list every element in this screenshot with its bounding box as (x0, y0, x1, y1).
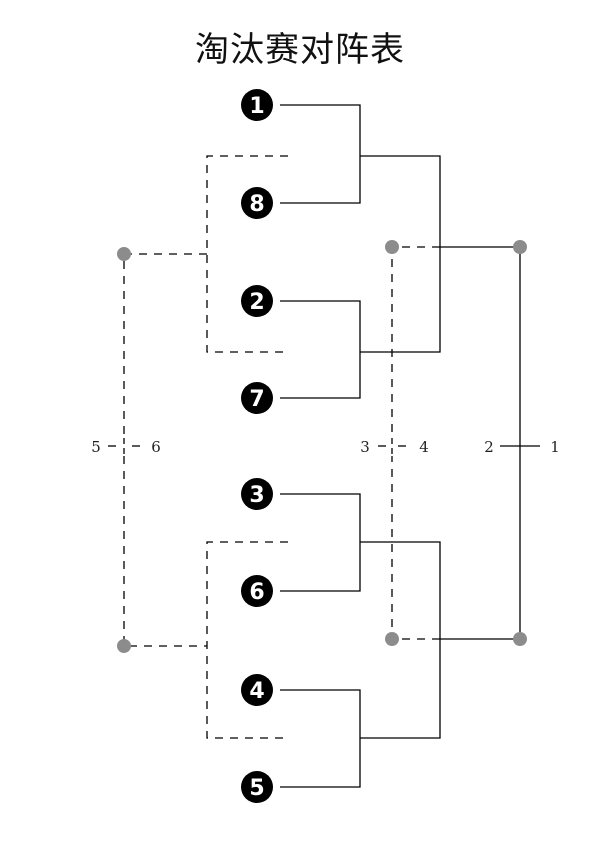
node-final-top (513, 240, 527, 254)
sf-line-top (360, 155, 441, 353)
seed-badge: 8 (241, 187, 273, 219)
qf-line-2-7 (280, 300, 361, 399)
seed-number: 3 (249, 483, 264, 508)
final-right-label: 1 (550, 438, 560, 456)
seed-badge: 1 (241, 89, 273, 121)
final-line (440, 246, 521, 640)
match-nodes (117, 240, 527, 653)
seed-number: 8 (249, 192, 264, 217)
seed-number: 4 (249, 679, 264, 704)
seed-badges: 1 8 2 7 3 6 4 5 (241, 89, 273, 803)
seed-badge: 3 (241, 478, 273, 510)
fifth-label-bg (100, 436, 148, 456)
seed-number: 2 (249, 290, 264, 315)
bracket-lines (280, 104, 540, 788)
fifth-place-left-label: 5 (91, 438, 101, 456)
node-third-top (385, 240, 399, 254)
qf-line-1-8 (280, 104, 361, 204)
page-title: 淘汰赛对阵表 (195, 30, 405, 70)
seed-number: 1 (249, 94, 264, 119)
sf-line-bottom (360, 541, 441, 739)
node-fifth-top (117, 247, 131, 261)
seed-badge: 2 (241, 285, 273, 317)
qf-line-3-6 (280, 493, 361, 592)
seed-badge: 7 (241, 382, 273, 414)
final-left-label: 2 (484, 438, 494, 456)
third-place-right-label: 4 (419, 438, 429, 456)
third-label-bg (370, 436, 414, 456)
consolation-qf-bottom (206, 541, 288, 739)
qf-line-4-5 (280, 689, 361, 788)
fifth-place-right-label: 6 (151, 438, 161, 456)
seed-badge: 5 (241, 771, 273, 803)
seed-number: 6 (249, 580, 264, 605)
seed-badge: 6 (241, 575, 273, 607)
consolation-qf-top (206, 155, 288, 353)
fifth-place-line (123, 253, 207, 647)
third-place-left-label: 3 (360, 438, 370, 456)
seed-number: 5 (249, 776, 264, 801)
node-third-bottom (385, 632, 399, 646)
node-fifth-bottom (117, 639, 131, 653)
seed-number: 7 (249, 387, 264, 412)
seed-badge: 4 (241, 674, 273, 706)
node-final-bottom (513, 632, 527, 646)
